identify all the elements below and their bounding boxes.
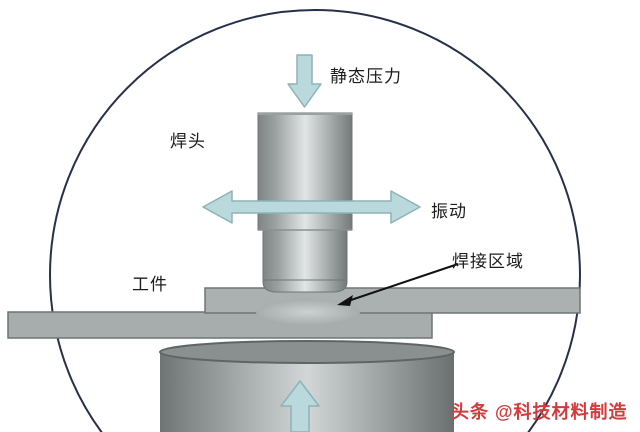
boundary-circle xyxy=(49,9,581,432)
static-pressure-label: 静态压力 xyxy=(330,67,402,86)
annotation-arrow-icon xyxy=(337,263,459,306)
weld-nugget xyxy=(256,299,360,325)
static-pressure-arrow-icon xyxy=(287,54,322,108)
anvil-force-arrow-icon xyxy=(280,380,320,432)
vibration-label: 振动 xyxy=(431,202,467,221)
vibration-arrow-icon xyxy=(202,190,421,224)
watermark-text: 头条 @科技材料制造 xyxy=(451,402,628,422)
lower-workpiece-plate xyxy=(7,311,433,339)
horn-label: 焊头 xyxy=(170,132,206,151)
workpiece-label: 工件 xyxy=(132,275,168,294)
weld-zone-label: 焊接区域 xyxy=(452,252,524,271)
